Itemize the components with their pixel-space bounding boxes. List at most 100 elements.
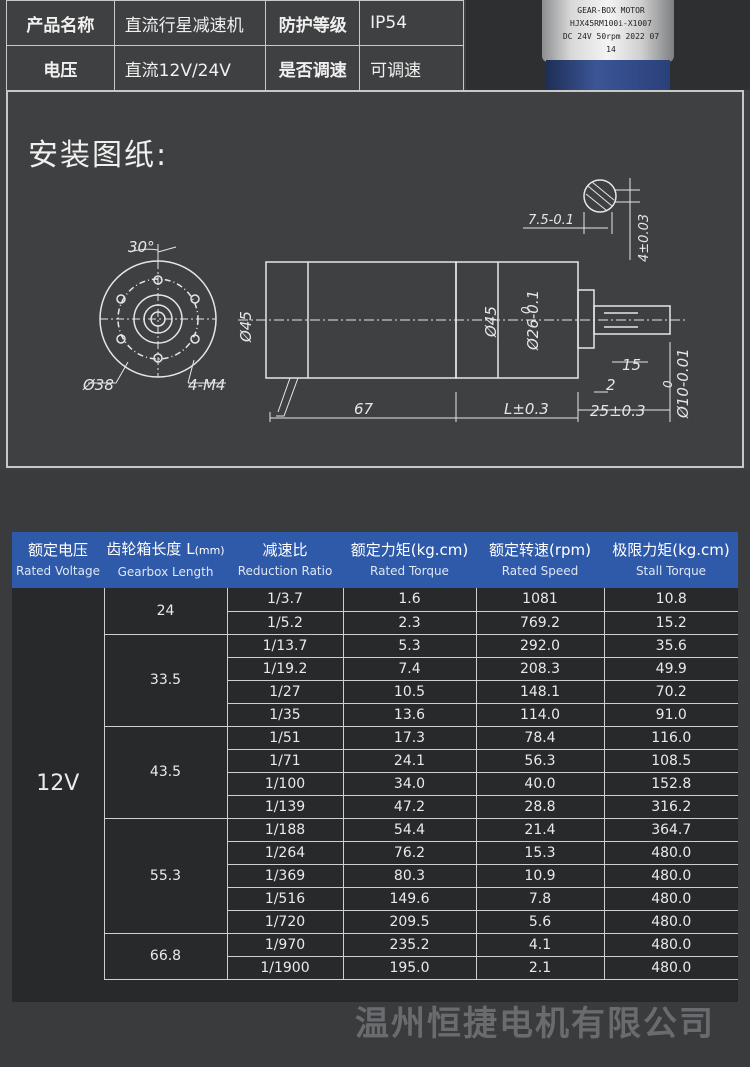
ratio-cell: 1/188 — [226, 818, 343, 842]
ratio-cell: 1/5.2 — [226, 611, 343, 635]
bolt-hole — [190, 294, 200, 304]
spec-value: IP54 — [359, 0, 464, 46]
header-rated-speed: 额定转速(rpm) Rated Speed — [476, 532, 604, 588]
rated-torque-cell: 5.3 — [342, 634, 476, 658]
gearbox-length-cell: 24 — [103, 588, 227, 635]
dim-key75: 7.5-0.1 — [528, 213, 574, 228]
spec-key: 是否调速 — [265, 45, 361, 91]
rated-torque-cell: 7.4 — [342, 657, 476, 681]
spec-key: 产品名称 — [6, 0, 115, 46]
rated-torque-cell: 195.0 — [342, 956, 476, 980]
spec-data-panel: 额定电压 Rated Voltage 齿轮箱长度 L(mm) Gearbox L… — [12, 532, 738, 1002]
rated-speed-cell: 56.3 — [475, 749, 604, 773]
stall-torque-cell: 49.9 — [603, 657, 738, 681]
rated-torque-cell: 209.5 — [342, 910, 476, 934]
ratio-cell: 1/3.7 — [226, 588, 343, 612]
table-header-row: 额定电压 Rated Voltage 齿轮箱长度 L(mm) Gearbox L… — [12, 532, 738, 588]
rated-torque-cell: 17.3 — [342, 726, 476, 750]
rated-torque-cell: 149.6 — [342, 887, 476, 911]
dim-d10: Ø10-0.01 — [674, 348, 692, 419]
rated-speed-cell: 7.8 — [475, 887, 604, 911]
stall-torque-cell: 35.6 — [603, 634, 738, 658]
ratio-cell: 1/71 — [226, 749, 343, 773]
stall-torque-cell: 152.8 — [603, 772, 738, 796]
flange-step — [577, 289, 595, 349]
voltage-cell: 12V — [12, 588, 104, 979]
ratio-cell: 1/720 — [226, 910, 343, 934]
dim-d26-zero: 0 — [519, 306, 533, 314]
dim-angle: 30° — [128, 238, 155, 256]
spec-table: 产品名称 直流行星减速机 防护等级 IP54 电压 直流12V/24V 是否调速… — [6, 0, 464, 91]
installation-drawing: 30° Ø38 4-M4 Ø45 Ø45 Ø26-0.1 0 67 L±0.3 … — [82, 178, 692, 422]
stall-torque-cell: 364.7 — [603, 818, 738, 842]
dim-2: 2 — [606, 376, 616, 394]
bolt-hole — [190, 334, 200, 344]
dim-d26: Ø26-0.1 — [524, 290, 542, 351]
dim-key4: 4±0.03 — [637, 214, 652, 262]
ratio-cell: 1/13.7 — [226, 634, 343, 658]
gearbox-length-cell: 66.8 — [103, 933, 227, 980]
motor-body — [542, 0, 674, 62]
ratio-cell: 1/139 — [226, 795, 343, 819]
drawing-frame: 安装图纸: — [6, 90, 744, 468]
dim-L: L±0.3 — [504, 400, 549, 418]
ratio-cell: 1/51 — [226, 726, 343, 750]
rated-speed-cell: 5.6 — [475, 910, 604, 934]
rated-speed-cell: 15.3 — [475, 841, 604, 865]
ratio-cell: 1/970 — [226, 933, 343, 957]
rated-torque-cell: 34.0 — [342, 772, 476, 796]
rated-speed-cell: 769.2 — [475, 611, 604, 635]
dim-d45-body: Ø45 — [482, 306, 500, 338]
rated-speed-cell: 40.0 — [475, 772, 604, 796]
rated-torque-cell: 54.4 — [342, 818, 476, 842]
ratio-cell: 1/516 — [226, 887, 343, 911]
performance-table: 额定电压 Rated Voltage 齿轮箱长度 L(mm) Gearbox L… — [12, 532, 738, 980]
gearbox-length-cell: 55.3 — [103, 818, 227, 934]
dim-d10-zero: 0 — [661, 380, 675, 388]
rated-speed-cell: 21.4 — [475, 818, 604, 842]
stall-torque-cell: 108.5 — [603, 749, 738, 773]
header-rated-voltage: 额定电压 Rated Voltage — [12, 532, 104, 588]
rated-torque-cell: 24.1 — [342, 749, 476, 773]
dim-d38: Ø38 — [82, 376, 114, 394]
dim-25: 25±0.3 — [590, 402, 646, 420]
ratio-cell: 1/264 — [226, 841, 343, 865]
ratio-cell: 1/35 — [226, 703, 343, 727]
motor-label-line: GEAR-BOX MOTOR — [577, 6, 645, 15]
stall-torque-cell: 480.0 — [603, 864, 738, 888]
stall-torque-cell: 70.2 — [603, 680, 738, 704]
flange-boss — [133, 294, 183, 344]
dim-67: 67 — [354, 400, 374, 418]
motor-photo: GEAR-BOX MOTOR HJX45RM100i-X1007 DC 24V … — [466, 0, 750, 90]
ratio-cell: 1/19.2 — [226, 657, 343, 681]
rated-speed-cell: 208.3 — [475, 657, 604, 681]
rated-speed-cell: 4.1 — [475, 933, 604, 957]
stall-torque-cell: 116.0 — [603, 726, 738, 750]
rated-torque-cell: 1.6 — [342, 588, 476, 612]
gearbox-length-cell: 33.5 — [103, 634, 227, 727]
rated-torque-cell: 235.2 — [342, 933, 476, 957]
rated-speed-cell: 2.1 — [475, 956, 604, 980]
rated-speed-cell: 114.0 — [475, 703, 604, 727]
rated-torque-cell: 47.2 — [342, 795, 476, 819]
ratio-cell: 1/100 — [226, 772, 343, 796]
rated-speed-cell: 292.0 — [475, 634, 604, 658]
ratio-cell: 1/1900 — [226, 956, 343, 980]
bolt-hole — [116, 334, 126, 344]
gearbox-length-cell: 43.5 — [103, 726, 227, 819]
ratio-cell: 1/27 — [226, 680, 343, 704]
header-rated-torque: 额定力矩(kg.cm) Rated Torque — [343, 532, 476, 588]
